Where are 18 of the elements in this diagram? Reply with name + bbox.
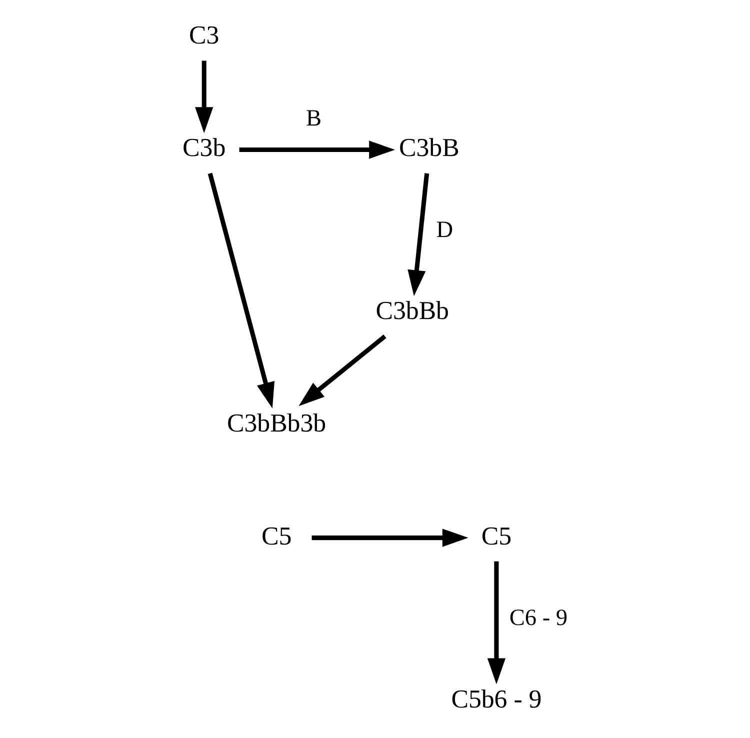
edge-label: D	[436, 216, 453, 243]
arrow	[407, 173, 429, 296]
edge-label: B	[305, 106, 321, 132]
arrow	[486, 561, 506, 684]
node-text: C3b	[182, 133, 226, 162]
arrow	[194, 60, 213, 134]
node-text: C5b6 - 9	[450, 684, 542, 714]
node-text: C3	[188, 20, 219, 50]
arrow	[298, 334, 386, 406]
node-text: C5	[260, 521, 292, 550]
node-text: C3bBb3b	[226, 408, 326, 438]
edge-label: C6 - 9	[508, 605, 568, 631]
arrow	[207, 172, 274, 408]
arrow	[238, 140, 395, 159]
arrow	[311, 528, 468, 547]
node-text: C3bBb	[375, 296, 449, 326]
node-text: C3bB	[398, 133, 459, 162]
node-text: C5	[480, 521, 512, 550]
